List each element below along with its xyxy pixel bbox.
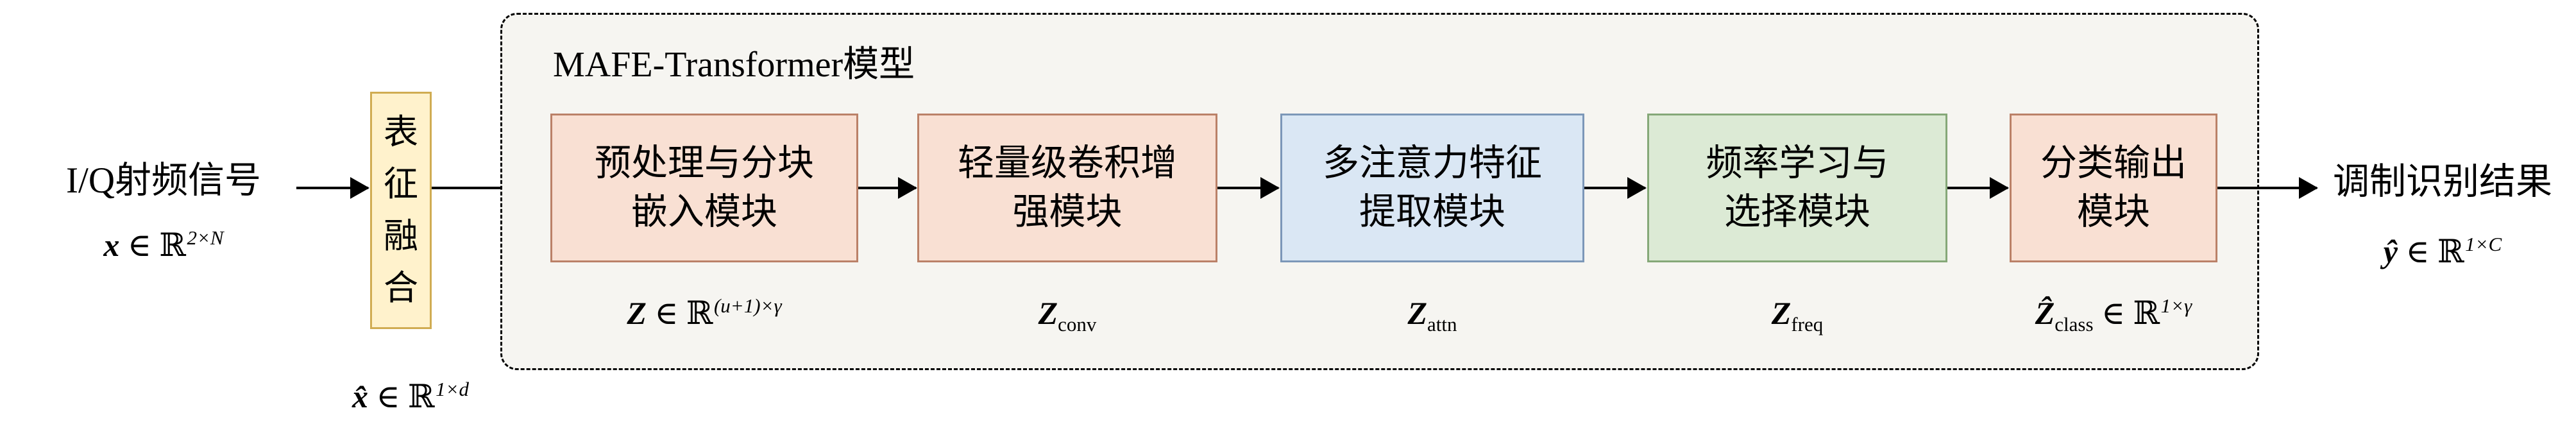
block-line2: 嵌入模块 — [631, 192, 777, 232]
block-preprocess-patch-embed: 预处理与分块 嵌入模块 — [550, 114, 858, 262]
math-sup: 1×γ — [2160, 294, 2192, 318]
math-sup: 1×C — [2465, 233, 2502, 256]
math-var: Z — [1771, 295, 1792, 331]
math-rel: ∈ ℝ — [2101, 295, 2160, 331]
arrow-block4-to-block5 — [1947, 187, 2008, 189]
math-var: x — [103, 227, 120, 263]
block-lightweight-conv: 轻量级卷积增 强模块 — [917, 114, 1217, 262]
math-var: x̂ — [352, 378, 368, 414]
block-preprocess-math: Z∈ ℝ(u+1)×γ — [550, 294, 858, 332]
math-var: Z — [627, 295, 647, 331]
math-rel: ∈ ℝ — [654, 295, 713, 331]
math-sup: 1×d — [436, 378, 470, 401]
block-line2: 选择模块 — [1724, 192, 1870, 232]
fusion-box: 表征融合 — [370, 92, 432, 329]
math-sup: (u+1)×γ — [713, 294, 782, 318]
block-line1: 多注意力特征 — [1323, 143, 1542, 183]
block-line2: 强模块 — [1012, 192, 1123, 232]
input-signal-math: x∈ ℝ2×N — [26, 226, 301, 264]
math-rel: ∈ ℝ — [127, 227, 186, 263]
math-sup: 2×N — [187, 226, 224, 250]
output-result-label: 调制识别结果 — [2333, 162, 2552, 202]
arrow-model-to-output — [2217, 187, 2317, 189]
arrow-block3-to-block4 — [1584, 187, 1645, 189]
block-class-math: Ẑclass ∈ ℝ1×γ — [2010, 294, 2217, 336]
math-rel: ∈ ℝ — [2405, 233, 2464, 269]
block-classification-output: 分类输出 模块 — [2010, 114, 2217, 262]
block-line1: 频率学习与 — [1706, 143, 1889, 183]
math-var: ŷ — [2383, 233, 2398, 269]
fusion-box-label: 表征融合 — [384, 113, 418, 307]
math-sub: attn — [1427, 313, 1457, 335]
arrow-block2-to-block3 — [1217, 187, 1278, 189]
block-attn-math: Zattn — [1280, 294, 1584, 336]
fusion-output-math: x̂∈ ℝ1×d — [244, 377, 577, 416]
model-title: MAFE-Transformer模型 — [553, 45, 915, 85]
input-signal-label: I/Q射频信号 — [66, 160, 261, 201]
math-sub: class — [2055, 313, 2094, 335]
block-freq-math: Zfreq — [1647, 294, 1947, 336]
block-line2: 提取模块 — [1359, 192, 1505, 232]
math-var: Ẑ — [2035, 295, 2055, 331]
math-sub: freq — [1791, 313, 1824, 335]
block-frequency-learning: 频率学习与 选择模块 — [1647, 114, 1947, 262]
output-result-math: ŷ∈ ℝ1×C — [2309, 232, 2576, 271]
block-multi-attention: 多注意力特征 提取模块 — [1280, 114, 1584, 262]
block-line2: 模块 — [2077, 192, 2150, 232]
block-line1: 分类输出 — [2040, 143, 2187, 183]
arrow-fusion-to-model — [432, 187, 548, 189]
block-conv-math: Zconv — [917, 294, 1217, 336]
math-sub: conv — [1058, 313, 1097, 335]
block-line1: 预处理与分块 — [595, 143, 814, 183]
math-rel: ∈ ℝ — [376, 378, 435, 414]
arrow-input-to-fusion — [296, 187, 368, 189]
math-var: Z — [1038, 295, 1058, 331]
arrow-block1-to-block2 — [858, 187, 916, 189]
block-line1: 轻量级卷积增 — [958, 143, 1177, 183]
math-var: Z — [1407, 295, 1428, 331]
